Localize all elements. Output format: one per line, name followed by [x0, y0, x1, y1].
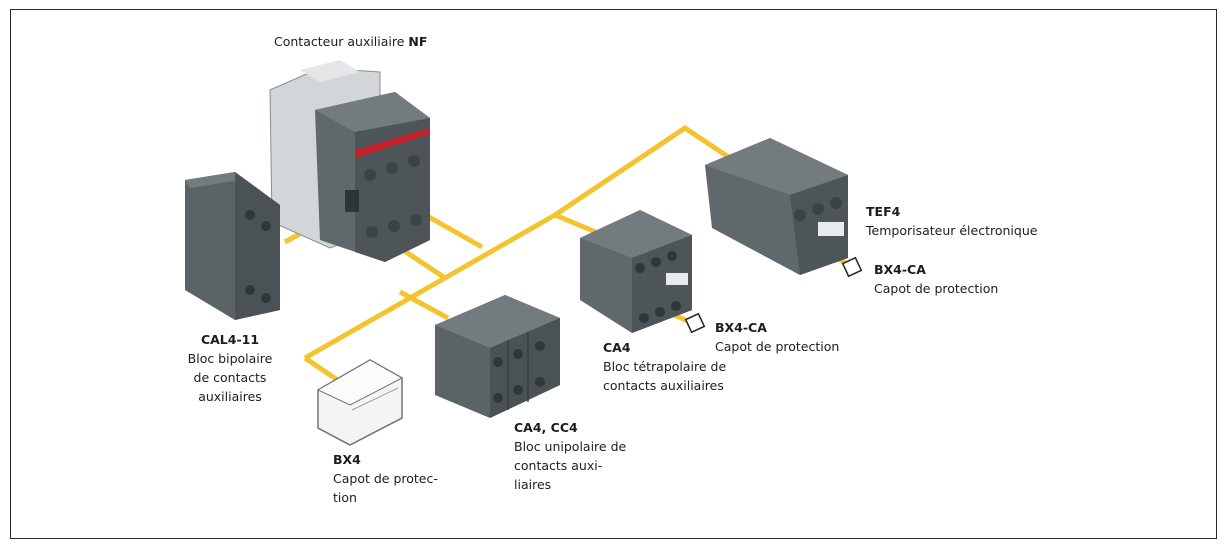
connector-branch-ca4-cc4: [398, 289, 450, 321]
label-ca4: CA4 Bloc tétrapolaire de contacts auxili…: [603, 340, 727, 393]
cal4-11-device: [185, 172, 280, 320]
tef4-device: [705, 138, 848, 275]
connector-branch-contactor: [398, 209, 484, 281]
bx4-ca-mid-cover: [684, 312, 706, 334]
label-bx4-ca-right: BX4-CA Capot de protection: [874, 262, 999, 296]
contactor-device: [269, 60, 430, 262]
ca4-device: [580, 210, 692, 333]
bx4-device: [316, 359, 404, 446]
label-tef4: TEF4 Temporisateur électronique: [866, 204, 1038, 238]
label-bx4: BX4 Capot de protec- tion: [333, 452, 438, 505]
label-contactor: Contacteur auxiliaire NF: [274, 34, 428, 49]
bx4-ca-right-cover: [841, 256, 863, 278]
label-bx4-ca-mid: BX4-CA Capot de protection: [715, 320, 840, 354]
ca4-cc4-device: [435, 295, 560, 418]
label-ca4-cc4: CA4, CC4 Bloc unipolaire de contacts aux…: [514, 420, 627, 492]
label-cal4-11: CAL4-11 Bloc bipolaire de contacts auxil…: [187, 332, 273, 404]
